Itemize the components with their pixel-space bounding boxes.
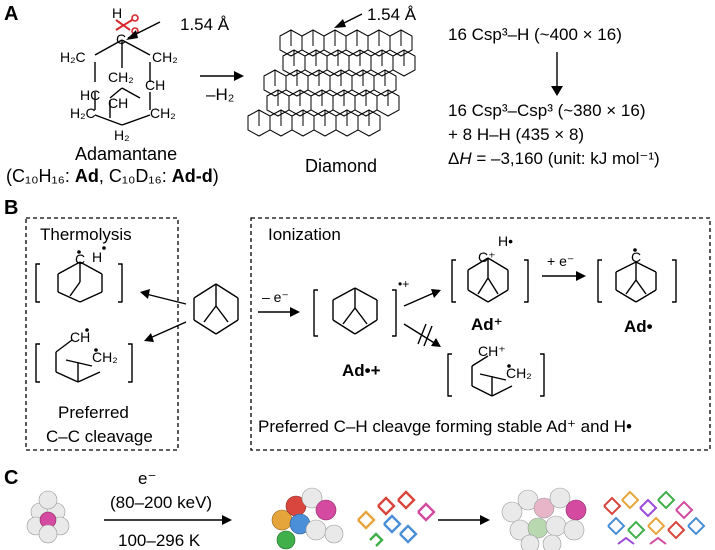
thermo-c-radical: C (75, 251, 85, 267)
radical-label: Ad• (624, 317, 653, 336)
thermo-ch: CH (70, 329, 90, 345)
panel-label-b: B (4, 197, 18, 219)
label-h2c-1: H₂C (60, 49, 86, 65)
thermo-h-radical: H (92, 249, 102, 265)
oligomer-stick-model (357, 490, 436, 547)
arrowhead-to-cation (431, 289, 441, 298)
thermo-product-2 (35, 339, 133, 383)
arrow-to-cation (403, 291, 437, 307)
bond-length-1: 1.54 Å (180, 15, 230, 34)
energy-line-4: ΔH = –3,160 (unit: kJ mol⁻¹) (448, 149, 660, 168)
preferred-line-2: C–C cleavage (46, 427, 153, 446)
oligomer-space-filling-model (271, 487, 344, 550)
cation-structure (451, 257, 529, 303)
adamantane-space-filling-model (26, 490, 70, 544)
label-h2-bottom: H₂ (114, 127, 130, 143)
plus-e-label: + e⁻ (547, 253, 574, 269)
arrow-thermo-1 (145, 293, 187, 305)
atom-c-top: C (116, 31, 126, 47)
h-radical-ionize: H• (498, 233, 513, 249)
energy-line-3: + 8 H–H (435 × 8) (448, 125, 584, 144)
radical-dot-5 (633, 248, 637, 252)
preferred-line-1: Preferred (58, 403, 129, 422)
thermo-product-1 (35, 261, 123, 303)
temp-range: 100–296 K (118, 531, 201, 550)
arrowhead-1 (126, 30, 138, 40)
adamantane-structure-b (193, 283, 239, 335)
label-ch2-mid: CH₂ (108, 69, 134, 85)
nanodiamond-stick-model (603, 490, 706, 545)
radical-cation-structure (313, 287, 397, 337)
adamantane-formula: (C₁₀H₁₆: Ad, C₁₀D₁₆: Ad-d) (6, 166, 219, 186)
arrowhead-thermo-1 (140, 289, 150, 299)
panel-label-c: C (4, 467, 18, 489)
cation-label: Ad⁺ (471, 315, 503, 334)
ionization-title: Ionization (268, 225, 341, 244)
arrow-thermo-2 (149, 321, 187, 339)
arrowhead-neutralize (576, 271, 586, 281)
adamantane-name: Adamantane (75, 144, 177, 164)
diamond-name: Diamond (305, 156, 377, 176)
nanodiamond-space-filling-model (501, 487, 587, 550)
diamond-lattice (247, 29, 416, 137)
ionization-box (250, 217, 711, 451)
label-ch-bottom: CH (108, 95, 128, 111)
label-ch: CH (145, 77, 165, 93)
radical-dot-2 (102, 246, 106, 250)
ch-plus: CH⁺ (478, 343, 506, 359)
arrowhead-irradiation (222, 515, 232, 525)
radical-dot-3 (85, 328, 89, 332)
energy-line-1: 16 Csp³–H (~400 × 16) (448, 25, 622, 44)
energy-arrowhead (551, 86, 563, 96)
electron-label: e⁻ (138, 469, 156, 488)
radical-dot-1 (77, 250, 81, 254)
radical-cation-sup: •+ (398, 277, 409, 291)
ch2-dot: CH₂ (506, 365, 532, 381)
panel-label-a: A (4, 3, 18, 25)
radical-cation-label: Ad•+ (342, 361, 381, 380)
arrowhead-2 (334, 19, 346, 28)
adamantane-structure-a (94, 39, 151, 126)
cross-mark-2 (423, 325, 433, 347)
radical-structure (597, 259, 677, 303)
atom-h-top: H (112, 5, 122, 21)
arrow-crossed (403, 323, 437, 345)
ring-opened-cation (447, 353, 545, 397)
thermolysis-box (25, 217, 179, 451)
label-ch2-right: CH₂ (150, 105, 176, 121)
label-ch2-topright: CH₂ (152, 49, 178, 65)
arrowhead-thermo-2 (144, 333, 154, 342)
minus-e-label: – e⁻ (262, 289, 289, 305)
label-h2c-2: H₂C (70, 105, 96, 121)
thermolysis-title: Thermolysis (40, 225, 132, 244)
arrowhead-ionize (290, 307, 300, 317)
arrowhead-growth (480, 515, 490, 525)
radical-dot-6 (507, 364, 511, 368)
radical-dot-4 (94, 348, 98, 352)
minus-h2-label: –H₂ (206, 85, 234, 104)
radical-c: C (631, 249, 641, 265)
energy-line-2: 16 Csp³–Csp³ (~380 × 16) (448, 101, 646, 120)
arrowhead-crossed (431, 338, 441, 347)
label-hc: HC (80, 87, 100, 103)
energy-range: (80–200 keV) (110, 493, 212, 512)
ionization-footer: Preferred C–H cleavge forming stable Ad⁺… (258, 417, 632, 436)
cross-mark-1 (417, 323, 427, 345)
reaction-arrowhead-a (234, 71, 244, 81)
bond-length-2: 1.54 Å (367, 5, 417, 24)
cation-c-plus: C⁺ (478, 249, 496, 265)
thermo-ch2: CH₂ (92, 349, 118, 365)
